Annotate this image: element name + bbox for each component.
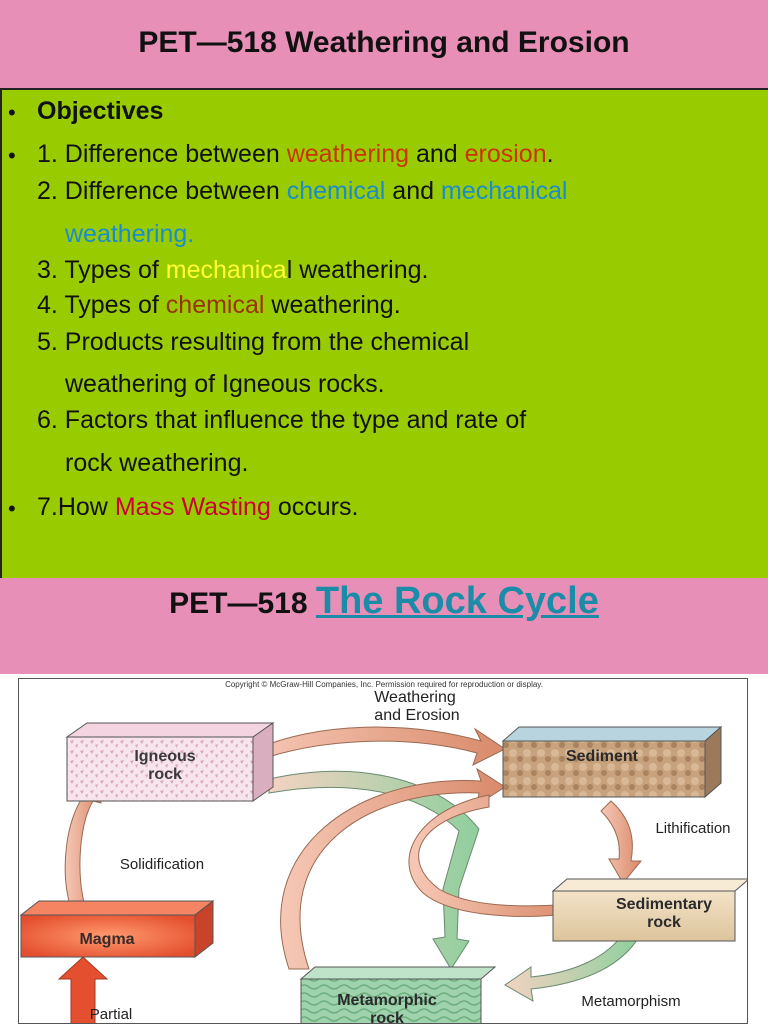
sedimentary-rock-block xyxy=(552,890,736,942)
slide1-title: PET—518 Weathering and Erosion xyxy=(138,26,630,59)
bullet-icon: • xyxy=(8,496,16,521)
magma-block-top xyxy=(19,900,215,916)
igneous-block-top xyxy=(65,722,275,738)
igneous-block-side xyxy=(252,722,274,802)
objective-5-continued: weathering of Igneous rocks. xyxy=(65,370,385,398)
objectives-heading: Objectives xyxy=(37,97,164,125)
lithification-arrow xyxy=(600,800,643,884)
rock-cycle-link[interactable]: The Rock Cycle xyxy=(315,580,599,622)
sedimentary-label-line1: Sedimentary xyxy=(616,896,712,913)
partial-label: Partial xyxy=(90,1006,133,1023)
bullet-icon: • xyxy=(8,100,16,125)
igneous-label-line2: rock xyxy=(148,766,182,783)
igneous-label-line1: Igneous xyxy=(134,748,195,765)
sediment-block-top xyxy=(501,726,723,742)
slide2-title-prefix: PET—518 xyxy=(169,587,316,620)
objective-7: 7.How Mass Wasting occurs. xyxy=(37,493,359,521)
igneous-rock-block xyxy=(66,736,254,802)
sediment-label: Sediment xyxy=(566,748,639,765)
objectives-panel xyxy=(0,88,768,578)
weathering-label-line1: Weathering xyxy=(374,689,456,706)
weathering-arrow xyxy=(250,726,506,766)
objective-6: 6. Factors that influence the type and r… xyxy=(37,406,527,434)
weathering-label-line2: and Erosion xyxy=(374,707,459,724)
magma-block xyxy=(20,914,196,958)
bullet-icon: • xyxy=(8,143,16,168)
objective-2-continued: weathering. xyxy=(65,220,195,248)
metamorphism-label: Metamorphism xyxy=(581,993,680,1010)
objective-6-continued: rock weathering. xyxy=(65,449,249,477)
metamorphic-label-line2: rock xyxy=(370,1010,404,1024)
slide1-title-band xyxy=(0,0,768,88)
metamorphic-block-top xyxy=(299,966,497,980)
slide2-title: PET—518 The Rock Cycle xyxy=(0,580,768,623)
objective-2: 2. Difference between chemical and mecha… xyxy=(37,177,568,205)
objective-1: 1. Difference between weathering and ero… xyxy=(37,140,554,168)
sedimentary-label-line2: rock xyxy=(647,914,681,931)
magma-label: Magma xyxy=(79,931,134,948)
rock-cycle-diagram: Copyright © McGraw-Hill Companies, Inc. … xyxy=(18,678,748,1024)
objective-5: 5. Products resulting from the chemical xyxy=(37,328,470,356)
sediment-block xyxy=(502,740,706,798)
metamorphic-rock-block xyxy=(300,978,482,1023)
solidification-label: Solidification xyxy=(120,856,204,873)
metamorphism-arrow xyxy=(504,930,640,1002)
sedimentary-block-top xyxy=(551,878,747,892)
lithification-label: Lithification xyxy=(655,820,730,837)
objective-4: 4. Types of chemical weathering. xyxy=(37,291,401,319)
metamorphic-label-line1: Metamorphic xyxy=(337,992,437,1009)
copyright-notice: Copyright © McGraw-Hill Companies, Inc. … xyxy=(225,680,543,689)
slide2-title-band xyxy=(0,578,768,674)
partial-melting-arrow xyxy=(57,956,109,1023)
objective-3: 3. Types of mechanical weathering. xyxy=(37,256,429,284)
